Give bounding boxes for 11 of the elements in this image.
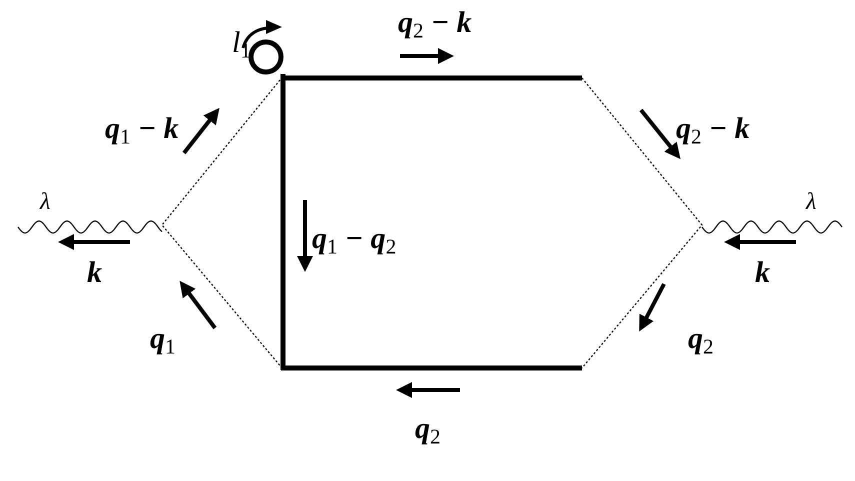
- momentum-label: q$_{1}$ − q$_{2}$: [312, 224, 396, 258]
- momentum-label: q$_{2}$ − k: [676, 114, 750, 148]
- photon-label: λ: [806, 190, 816, 214]
- momentum-label: q$_{1}$ − k: [105, 114, 179, 148]
- momentum-label: q$_{1}$: [150, 324, 176, 358]
- momentum-label: q$_{2}$: [415, 414, 440, 448]
- momentum-label: q$_{2}$: [688, 324, 714, 358]
- momentum-label: k: [755, 258, 770, 288]
- photon-label: λ: [40, 190, 50, 214]
- momentum-label: q$_{2}$ − k: [398, 8, 472, 42]
- momentum-label: k: [87, 258, 102, 288]
